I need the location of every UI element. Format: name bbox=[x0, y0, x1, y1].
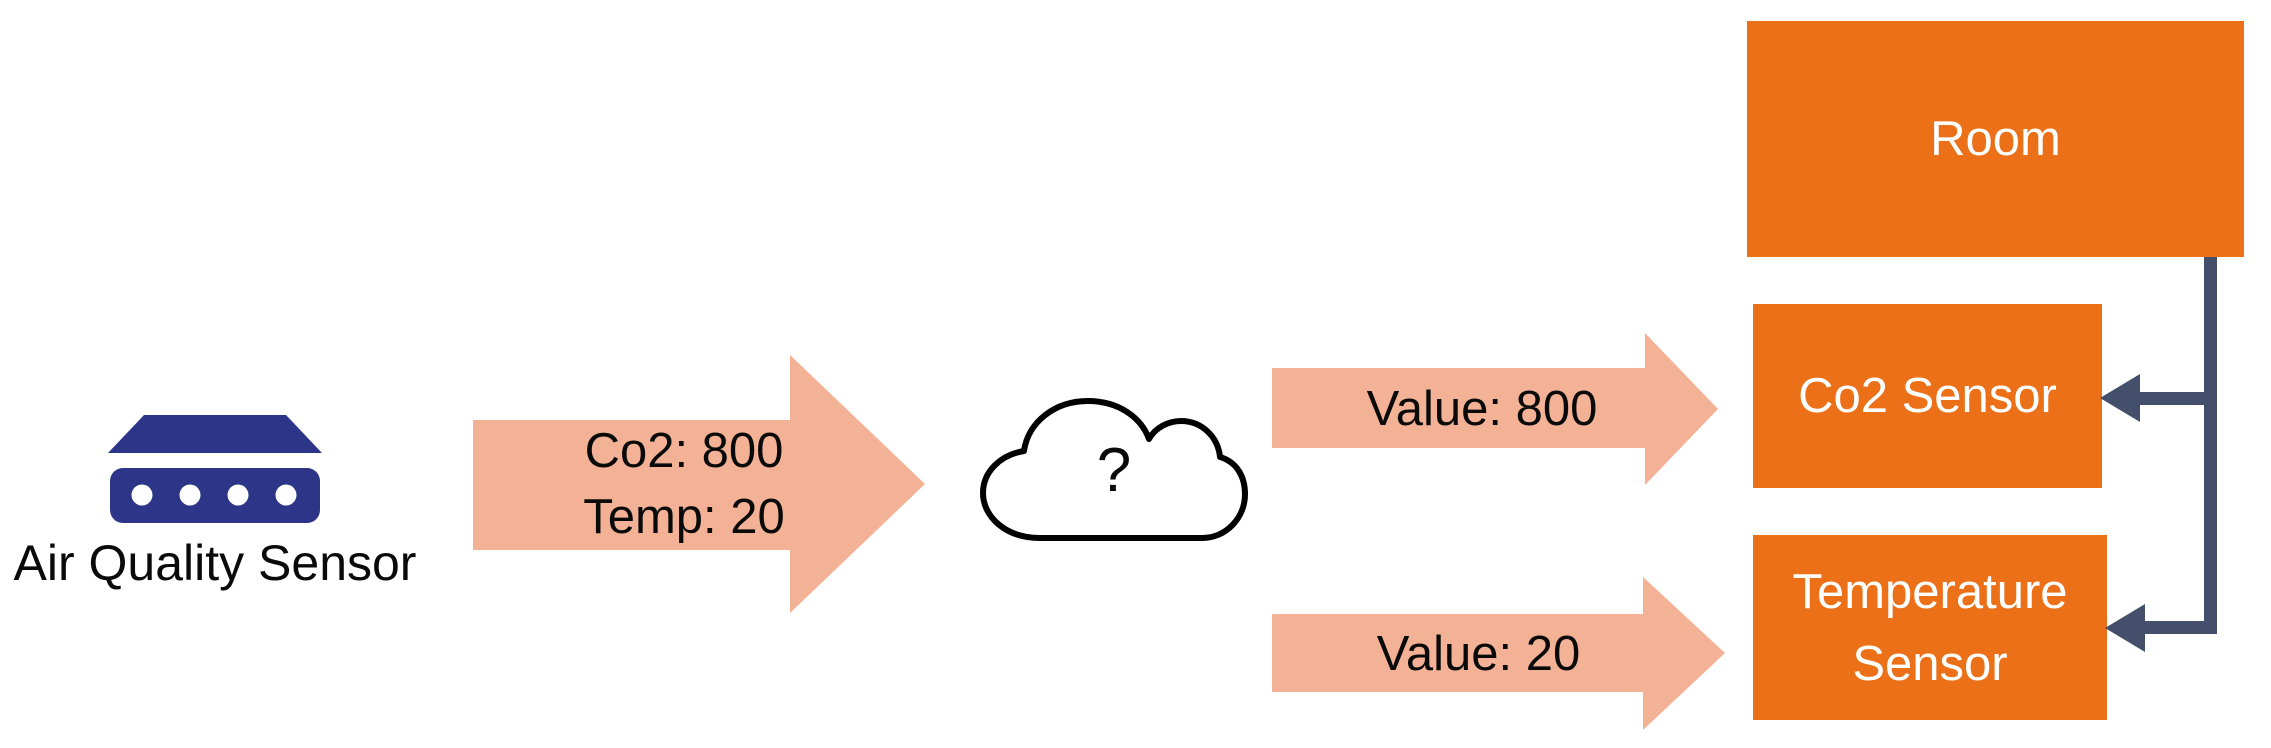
co2-sensor-node: Co2 Sensor bbox=[1753, 304, 2102, 488]
connector-room-vertical-line bbox=[2204, 257, 2217, 634]
connector-room-to-co2-line bbox=[2136, 392, 2217, 405]
arrow-sensor-to-cloud: Co2: 800 Temp: 20 bbox=[473, 355, 925, 613]
room-label: Room bbox=[1930, 112, 2061, 166]
sensor-device-shape bbox=[108, 415, 322, 523]
arrow-cloud-to-co2-sensor: Value: 800 bbox=[1272, 333, 1718, 485]
connector-room-to-temperature-line bbox=[2141, 621, 2217, 634]
arrow-temp-reading-label: Temp: 20 bbox=[583, 490, 785, 544]
air-quality-sensor-icon bbox=[108, 415, 322, 523]
connector-temperature-arrowhead-icon bbox=[2105, 604, 2145, 652]
temperature-sensor-node: Temperature Sensor bbox=[1753, 535, 2107, 720]
sensor-vent-holes bbox=[131, 484, 297, 506]
arrow-value-20-label: Value: 20 bbox=[1376, 626, 1581, 681]
air-quality-sensor-label: Air Quality Sensor bbox=[13, 535, 417, 591]
cloud-icon bbox=[980, 398, 1248, 541]
room-node: Room bbox=[1747, 21, 2244, 257]
cloud-outline bbox=[980, 398, 1248, 541]
connector-co2-arrowhead-icon bbox=[2100, 374, 2140, 422]
arrow-co2-reading-label: Co2: 800 bbox=[584, 424, 784, 478]
cloud-question-mark: ? bbox=[1096, 435, 1132, 505]
arrow-value-800-label: Value: 800 bbox=[1366, 382, 1598, 436]
temperature-sensor-label: Temperature Sensor bbox=[1792, 564, 2068, 691]
co2-sensor-label: Co2 Sensor bbox=[1798, 369, 2057, 423]
arrow-cloud-to-temperature-sensor: Value: 20 bbox=[1272, 577, 1725, 730]
